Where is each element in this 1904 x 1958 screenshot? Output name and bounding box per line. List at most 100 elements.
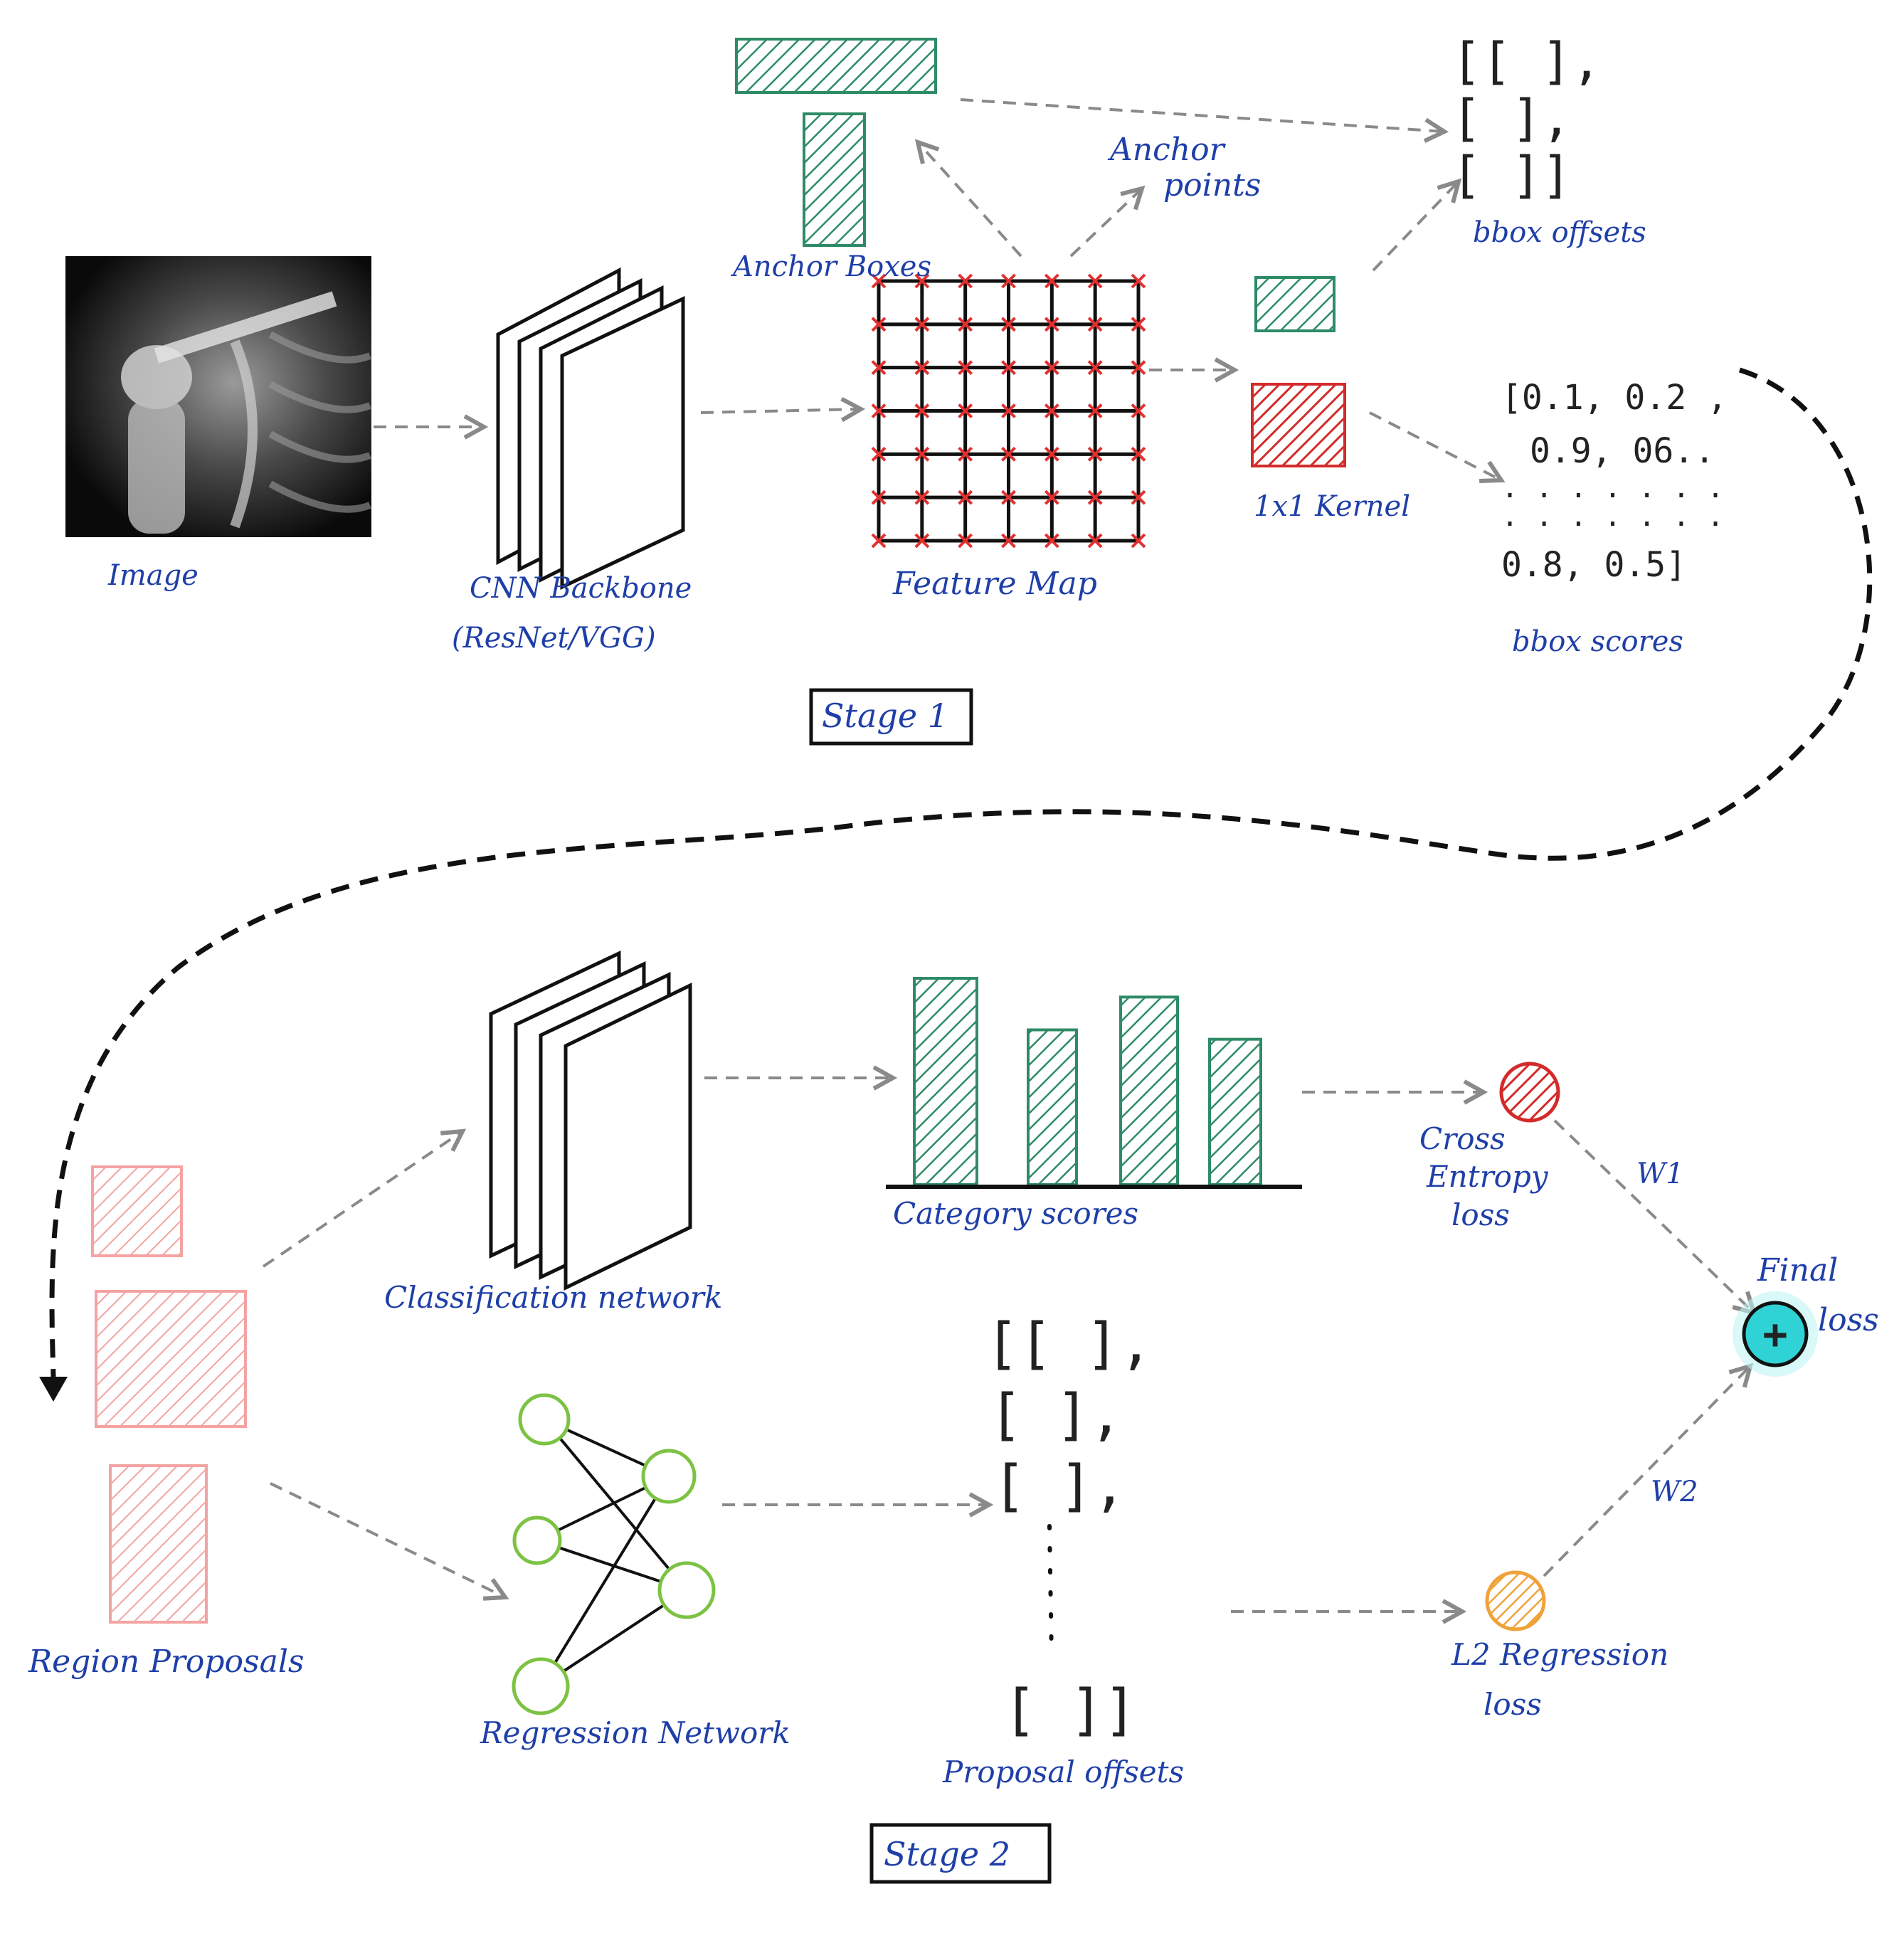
anchor-point-marker (1131, 360, 1146, 376)
bbox-offsets-matrix: [[ ], [ ], [ ]] (1451, 32, 1602, 204)
anchor-point-marker (1001, 317, 1016, 332)
anchor-point-marker (1087, 273, 1103, 289)
ce-loss-line1: Cross (1419, 1121, 1506, 1156)
anchor-point-marker (1044, 273, 1059, 289)
anchor-point-marker (1044, 490, 1059, 505)
feature-map-label: Feature Map (892, 566, 1097, 602)
stage2-box (869, 1823, 1052, 1884)
arrow-kernel-to-scores (1369, 411, 1501, 480)
category-score-bar (1119, 995, 1179, 1186)
final-loss-line1: Final (1757, 1252, 1838, 1288)
anchor-point-marker (958, 403, 973, 418)
anchor-point-marker (1087, 317, 1103, 332)
anchor-point-marker (1001, 533, 1016, 549)
l2-loss-line1: L2 Regression (1451, 1637, 1668, 1672)
anchor-point-marker (871, 403, 887, 418)
final-loss-node (1742, 1301, 1809, 1367)
anchor-point-marker (1087, 490, 1103, 505)
anchor-point-marker (914, 317, 930, 332)
bbox-offsets-row: [ ], (1451, 89, 1572, 147)
anchor-point-marker (958, 446, 973, 462)
anchor-point-marker (1087, 446, 1103, 462)
cross-entropy-loss-node (1499, 1062, 1560, 1123)
bbox-scores-row: 0.8, 0.5] (1501, 545, 1686, 585)
category-scores-label: Category scores (893, 1196, 1138, 1231)
anchor-boxes-label: Anchor Boxes (730, 250, 931, 283)
bbox-offsets-label: bbox offsets (1473, 216, 1646, 249)
category-scores-bars (913, 977, 1262, 1186)
arrow-to-anchor-boxes (918, 142, 1022, 258)
anchor-point-marker (871, 490, 887, 505)
proposal-offsets-row: [ ]] (1003, 1678, 1137, 1742)
category-score-bar (1208, 1037, 1262, 1186)
backbone-label-line2: (ResNet/VGG) (452, 622, 656, 655)
stage1-box (809, 688, 973, 746)
input-xray-image (65, 256, 371, 537)
category-score-bar (1027, 1028, 1078, 1186)
anchor-point-marker (914, 446, 930, 462)
image-label: Image (107, 559, 199, 592)
anchor-point-marker (1087, 533, 1103, 549)
proposal-offsets-row: [ ], (989, 1383, 1123, 1447)
anchor-point-marker (1044, 403, 1059, 418)
anchor-point-marker (914, 533, 930, 549)
anchor-point-marker (1087, 360, 1103, 376)
final-loss-line2: loss (1818, 1302, 1879, 1338)
anchor-point-marker (958, 273, 973, 289)
stage1-label: Stage 1 (822, 697, 948, 735)
proposal-offsets-matrix: [[ ], [ ], [ ], [ ]] (985, 1312, 1153, 1742)
anchor-point-marker (914, 360, 930, 376)
anchor-point-marker (958, 317, 973, 332)
anchor-point-marker (871, 317, 887, 332)
ce-loss-line2: Entropy (1426, 1159, 1549, 1194)
cnn-backbone-stack (496, 267, 685, 590)
bbox-scores-row: · · · · · · · (1501, 480, 1724, 512)
region-proposals-label: Region Proposals (28, 1644, 304, 1680)
region-proposals (91, 1165, 247, 1624)
anchor-point-marker (1001, 273, 1016, 289)
anchor-point-marker (1131, 446, 1146, 462)
category-score-bar (913, 977, 978, 1186)
anchor-point-marker (871, 446, 887, 462)
bbox-scores-row: 0.9, 06.. (1530, 431, 1715, 471)
anchor-point-marker (1131, 533, 1146, 549)
arrow-ce-loss-to-final (1553, 1119, 1754, 1313)
ce-loss-line3: loss (1451, 1197, 1510, 1232)
bbox-scores-matrix: [0.1, 0.2 , 0.9, 06.. · · · · · · · · · … (1501, 378, 1728, 585)
bbox-scores-label: bbox scores (1512, 625, 1683, 658)
anchor-point-marker (914, 403, 930, 418)
anchor-point-marker (871, 533, 887, 549)
arrow-anchor-boxes-to-offsets (960, 98, 1444, 132)
proposal-offsets-row: [ ], (993, 1454, 1126, 1518)
anchor-point-marker (958, 360, 973, 376)
l2-loss-line2: loss (1483, 1687, 1542, 1722)
bbox-offsets-row: [ ]] (1451, 146, 1572, 204)
anchor-point-marker (1044, 317, 1059, 332)
proposal-offsets-label: Proposal offsets (942, 1755, 1184, 1789)
stage2-label: Stage 2 (884, 1835, 1010, 1873)
classification-network-stack (489, 951, 692, 1291)
arrow-kernel-to-offsets (1372, 181, 1459, 272)
anchor-point-marker (1131, 273, 1146, 289)
feature-map-grid (871, 273, 1146, 549)
kernel-label: 1x1 Kernel (1254, 490, 1410, 523)
bbox-offsets-row: [[ ], (1451, 32, 1602, 90)
arrow-backbone-to-feature-map (700, 409, 861, 413)
kernel-red (1251, 383, 1346, 467)
bbox-scores-row: · · · · · · · (1501, 508, 1724, 541)
anchor-point-marker (871, 360, 887, 376)
anchor-point-marker (914, 273, 930, 289)
anchor-point-marker (1131, 490, 1146, 505)
arrow-proposals-to-classification (262, 1131, 462, 1268)
l2-regression-loss-node (1485, 1570, 1546, 1631)
backbone-label-line1: CNN Backbone (470, 572, 692, 605)
arrow-to-anchor-points (1069, 189, 1142, 258)
anchor-point-marker (1131, 403, 1146, 418)
plus-icon: + (1763, 1310, 1788, 1358)
anchor-point-marker (1044, 360, 1059, 376)
anchor-point-marker (958, 533, 973, 549)
anchor-point-marker (871, 273, 887, 289)
anchor-points-line2: points (1163, 167, 1261, 203)
bbox-scores-row: [0.1, 0.2 , (1501, 378, 1728, 418)
